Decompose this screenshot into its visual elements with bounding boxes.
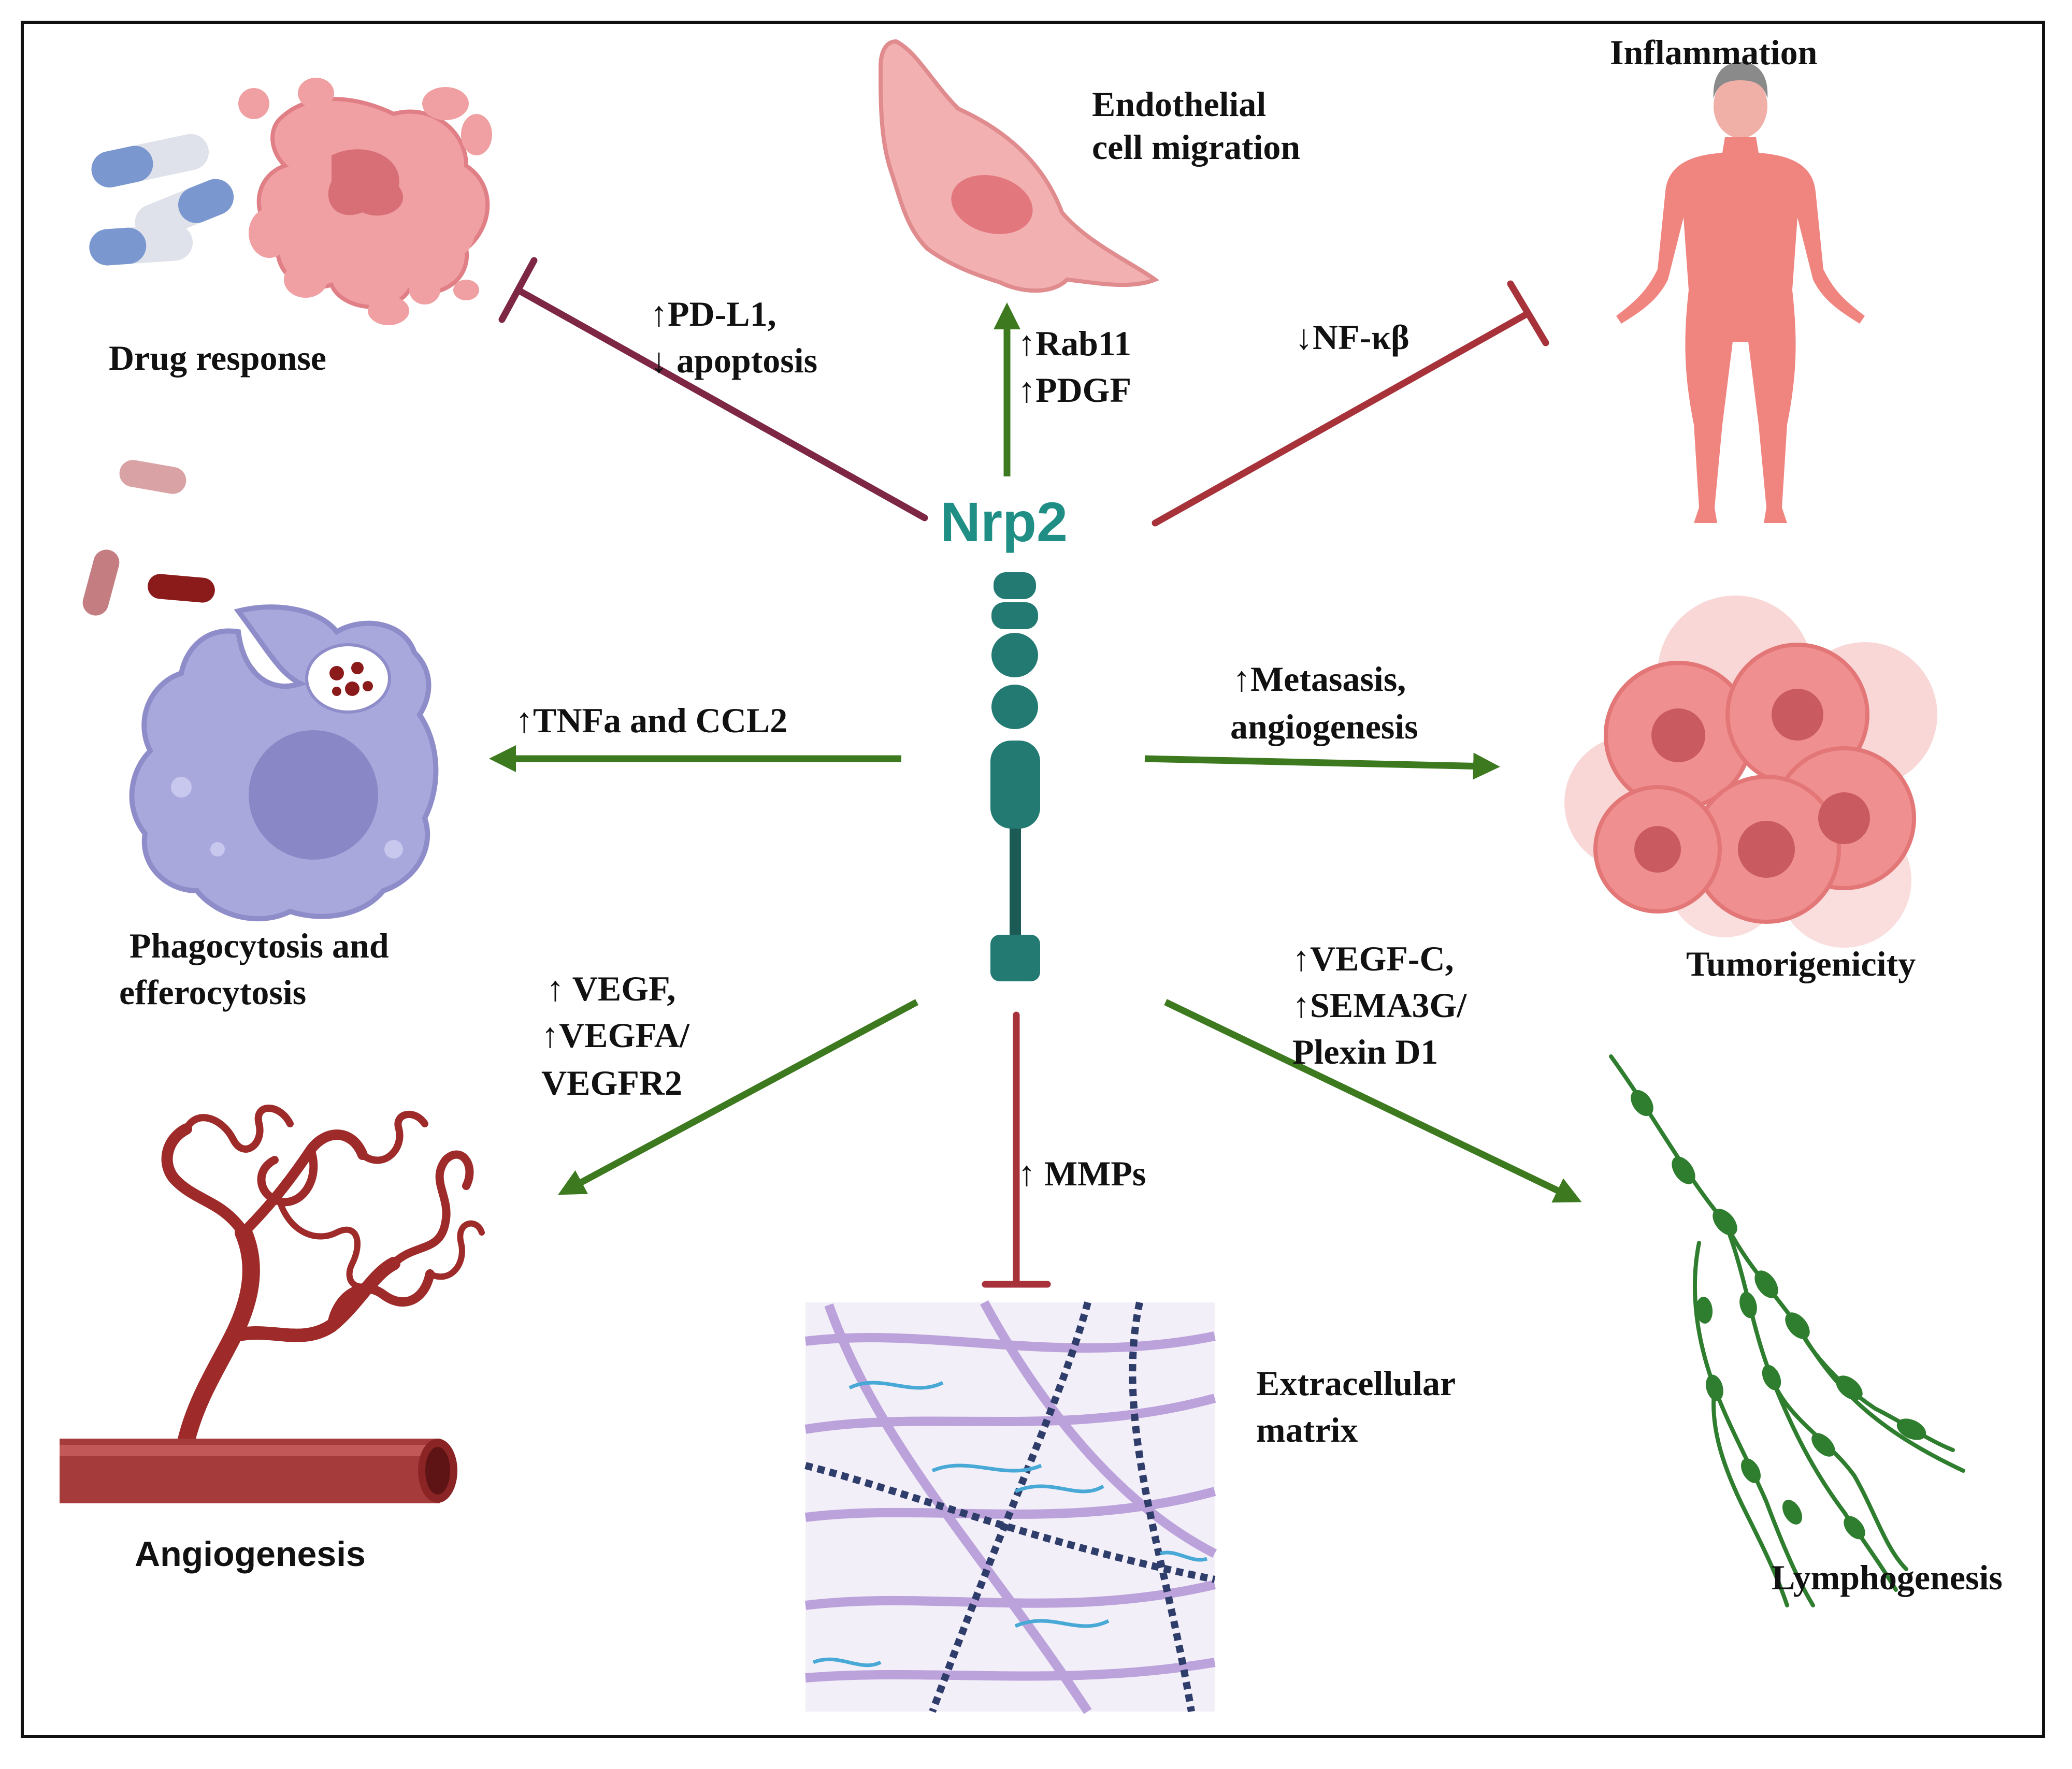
mediator-vegf-3: VEGFR2 [541,1063,682,1103]
macrophage-icon [129,604,439,922]
inhibit-drug-response [498,257,928,521]
mediator-vegfc-2: ↑SEMA3G/ [1292,985,1467,1025]
apoptotic-cell-icon [238,78,492,325]
receptor-icon [990,572,1040,981]
mediator-pdgf: ↑PDGF [1018,370,1132,410]
label-tumorigenicity: Tumorigenicity [1686,944,1916,983]
mediator-rab11: ↑Rab11 [1018,324,1132,363]
activate-angiogenesis [558,999,919,1195]
extracellular-matrix-icon [804,1300,1217,1714]
label-phagocytosis-1: Phagocytosis and [130,926,389,965]
figure-frame [21,21,2045,1738]
inhibit-ecm [982,1011,1051,1288]
tumor-cell-cluster-icon [1564,596,1937,948]
mediator-mmps: ↑ MMPs [1018,1154,1146,1193]
lymphatic-valves [1631,1090,1926,1540]
blood-vessel-tube [60,1439,457,1503]
label-endothelial-1: Endothelial [1092,84,1267,124]
blood-vessel-icon [161,1105,485,1448]
endothelial-cell-icon [878,39,1160,293]
activate-lymphogenesis [1164,999,1582,1203]
activate-tumorigenicity [1144,752,1500,780]
label-inflammation: Inflammation [1610,33,1818,72]
mediator-tnfa: ↑TNFa and CCL2 [515,701,788,740]
mediator-pdl1-2: ↓ apoptosis [650,341,818,380]
label-ecm-2: matrix [1256,1410,1358,1449]
lymphatic-vessel-icon [1609,1054,1965,1607]
mediator-metastasis-2: angiogenesis [1230,707,1418,746]
pill-capsule-icon [89,134,234,266]
label-lymphogenesis: Lymphogenesis [1772,1558,2003,1597]
center-title: Nrp2 [940,490,1068,553]
label-phagocytosis-2: efferocytosis [119,973,307,1012]
mediator-vegfc-3: Plexin D1 [1292,1032,1438,1071]
inhibit-inflammation [1152,280,1549,527]
label-endothelial-2: cell migration [1092,127,1301,167]
mediator-pdl1-1: ↑PD-L1, [650,294,776,334]
mediator-metastasis-1: ↑Metasasis, [1233,659,1406,699]
mediator-vegfc-1: ↑VEGF-C, [1292,939,1454,978]
human-body-icon [1616,62,1865,523]
mediator-vegf-2: ↑VEGFA/ [541,1016,689,1055]
label-ecm-1: Extracellular [1256,1364,1456,1403]
mediator-nfkb: ↓NF-κβ [1295,317,1409,357]
mediator-vegf-1: ↑ VEGF, [546,969,676,1008]
label-drug-response: Drug response [109,338,326,378]
label-angiogenesis: Angiogenesis [135,1534,366,1574]
